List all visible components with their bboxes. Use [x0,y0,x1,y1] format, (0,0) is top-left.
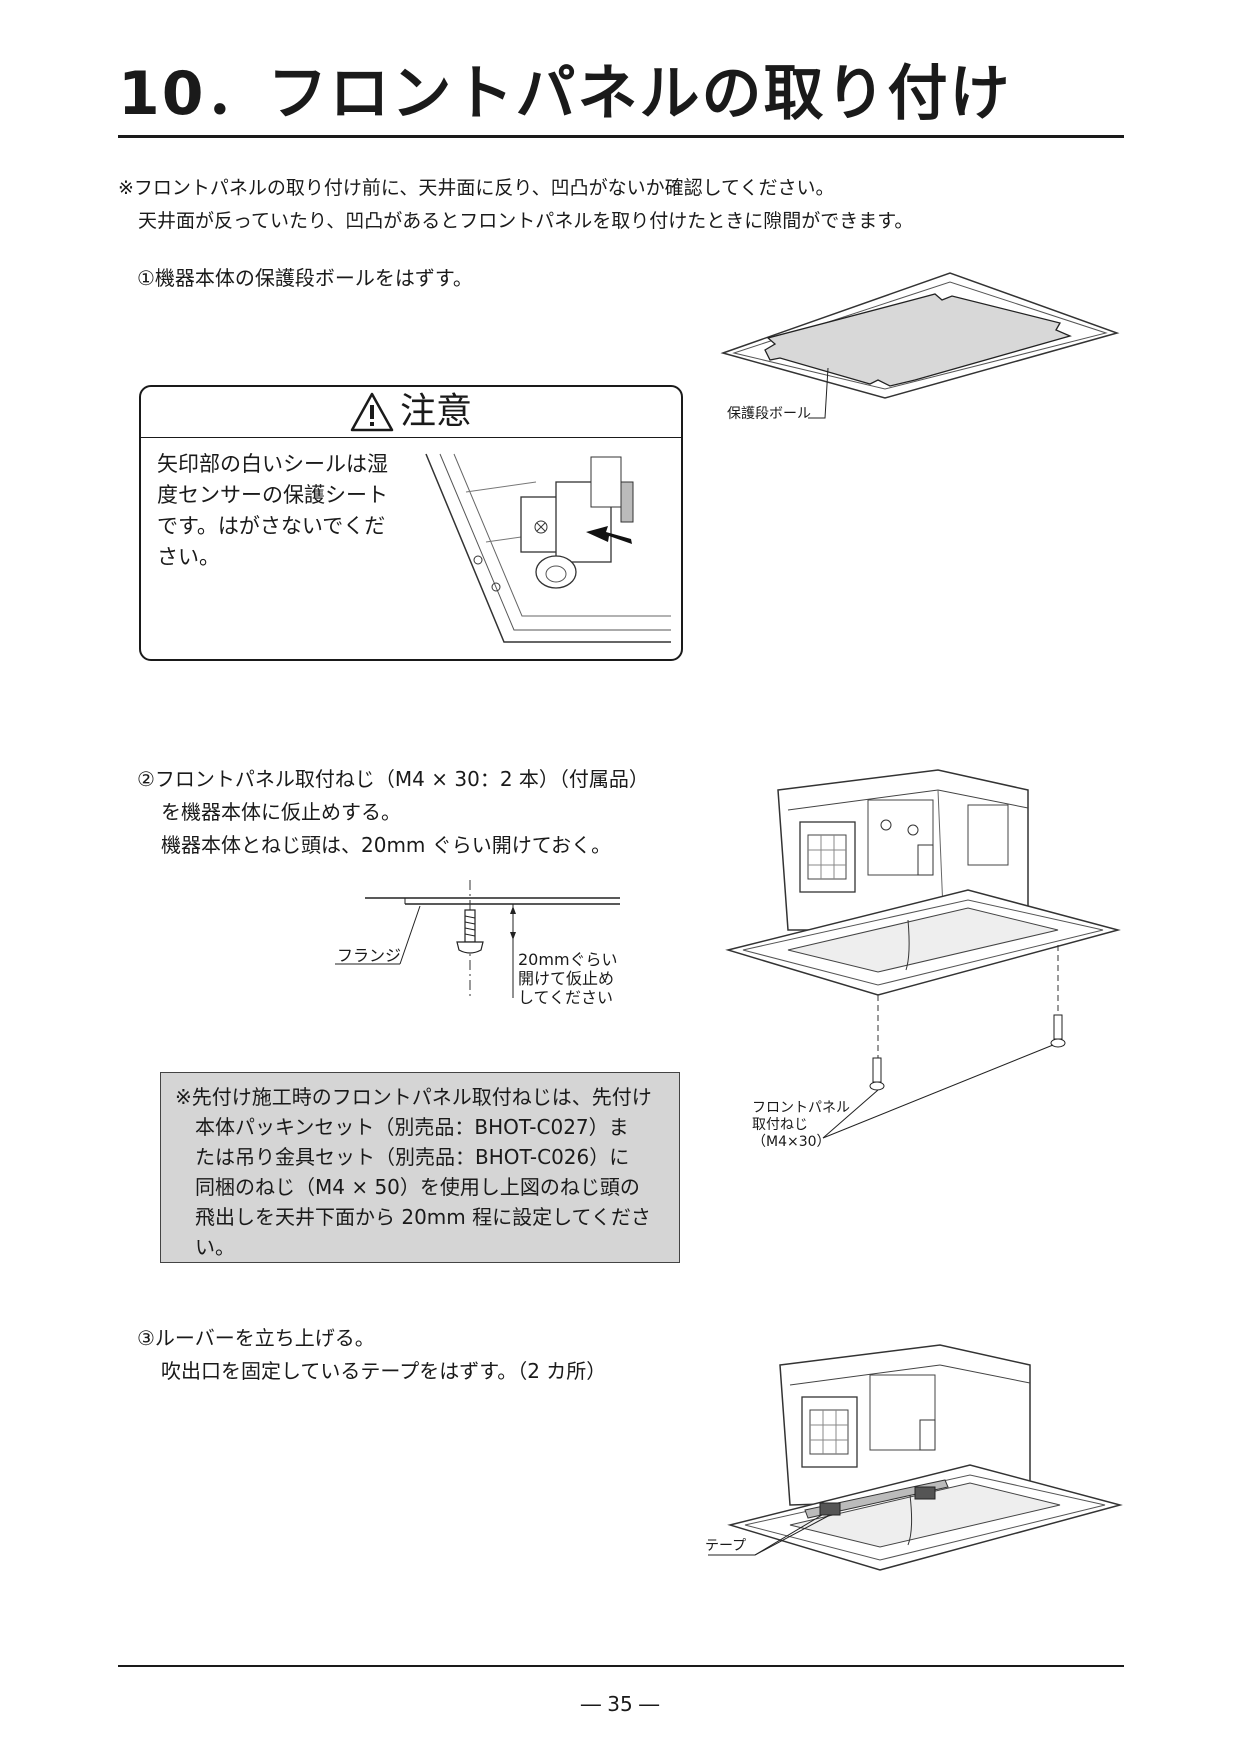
prefit-note-line-5: 飛出しを天井下面から 20mm 程に設定してくださ [195,1205,651,1229]
step-3-line-2: 吹出口を固定しているテープをはずす。（2 カ所） [161,1359,607,1383]
screw-label-line-3: （M4×30） [752,1134,831,1150]
caution-box: 注意 矢印部の白いシールは湿度センサーの保護シートです。はがさないでください。 [139,385,683,661]
screw-gap-figure [335,880,620,1000]
warning-icon [350,392,394,432]
screw-label: フロントパネル 取付ねじ （M4×30） [752,1100,850,1151]
page-number: ― 35 ― [580,1692,660,1716]
prefit-note-line-3: たは吊り金具セット（別売品：BHOT-C026）に [195,1145,630,1169]
gap-label: 20mmぐらい 開けて仮止め してください [518,950,618,1007]
page-title: 10．フロントパネルの取り付け [118,59,1012,129]
step-3: ③ルーバーを立ち上げる。 吹出口を固定しているテープをはずす。（2 カ所） [137,1322,606,1388]
title-rule [118,135,1124,138]
cardboard-label: 保護段ボール [727,406,811,422]
screw-label-line-1: フロントパネル [752,1100,850,1116]
sensor-seal-figure [425,453,671,643]
step-2-line-2: を機器本体に仮止めする。 [161,800,401,824]
cardboard-figure [720,272,1120,419]
caution-text: 矢印部の白いシールは湿度センサーの保護シートです。はがさないでください。 [157,452,388,569]
tape-label: テープ [705,1538,747,1554]
footer-rule [118,1665,1124,1667]
step-1: ①機器本体の保護段ボールをはずす。 [137,266,473,290]
gap-label-line-2: 開けて仮止め [518,969,615,988]
prefit-note-line-2: 本体パッキンセット（別売品：BHOT-C027）ま [195,1115,629,1139]
louver-tape-figure [708,1344,1123,1571]
screw-label-line-2: 取付ねじ [752,1117,808,1133]
precaution-note: ※フロントパネルの取り付け前に、天井面に反り、凹凸がないか確認してください。 天… [118,172,913,238]
gap-label-line-3: してください [518,988,614,1007]
flange-label: フランジ [337,946,402,965]
prefit-note-box: ※先付け施工時のフロントパネル取付ねじは、先付け 本体パッキンセット（別売品：B… [160,1072,680,1263]
caution-header: 注意 [141,387,681,438]
step-2-line-3: 機器本体とねじ頭は、20mm ぐらい開けておく。 [161,833,612,857]
step-2-line-1: ②フロントパネル取付ねじ（M4 × 30：2 本）（付属品） [137,767,649,791]
prefit-note-line-4: 同梱のねじ（M4 × 50）を使用し上図のねじ頭の [195,1175,640,1199]
step-3-line-1: ③ルーバーを立ち上げる。 [137,1326,375,1350]
prefit-note-line-6: い。 [195,1235,235,1259]
caution-title: 注意 [399,391,472,432]
prefit-note-line-1: ※先付け施工時のフロントパネル取付ねじは、先付け [175,1085,652,1109]
unit-screws-figure [725,769,1121,1139]
note-line-1: ※フロントパネルの取り付け前に、天井面に反り、凹凸がないか確認してください。 [118,177,835,199]
note-line-2: 天井面が反っていたり、凹凸があるとフロントパネルを取り付けたときに隙間ができます… [138,210,914,232]
gap-label-line-1: 20mmぐらい [518,950,618,969]
step-2: ②フロントパネル取付ねじ（M4 × 30：2 本）（付属品） を機器本体に仮止め… [137,763,649,862]
